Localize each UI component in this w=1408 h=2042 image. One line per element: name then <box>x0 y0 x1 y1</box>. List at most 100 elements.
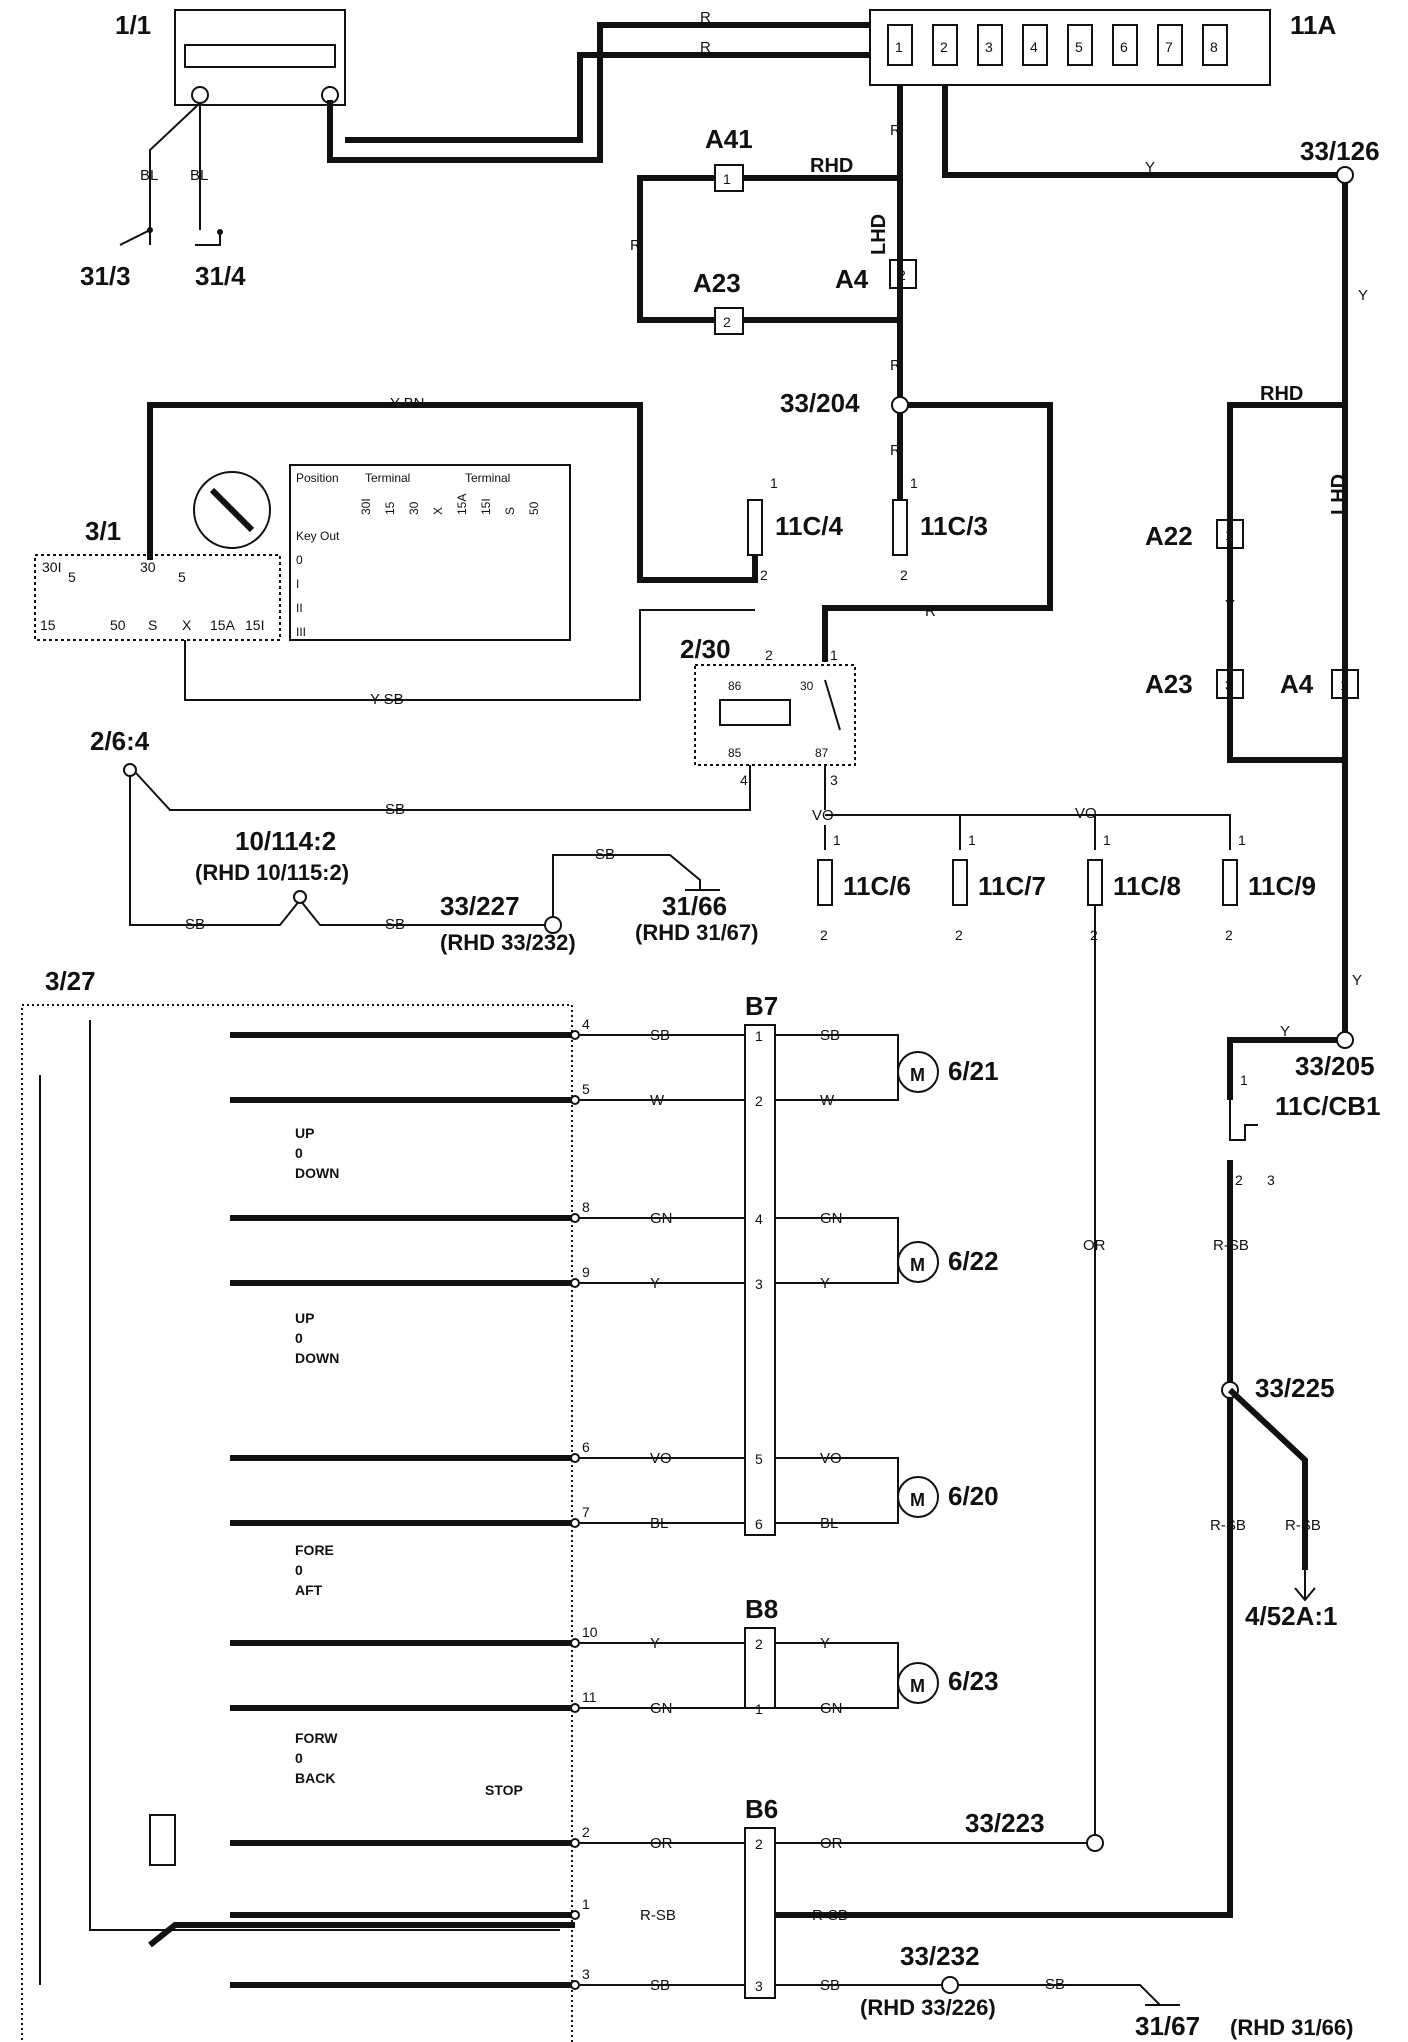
connector-a41-label: A41 <box>705 124 753 154</box>
motor-6-20-label: 6/20 <box>948 1481 999 1511</box>
relay-label: 2/30 <box>680 634 731 664</box>
switch-zero-label: 0 <box>295 1330 303 1346</box>
connector-b6 <box>744 1827 776 1999</box>
pin-label: 2 <box>820 927 828 943</box>
seat-switch-label: 3/27 <box>45 966 96 996</box>
splice-33-126-label: 33/126 <box>1300 136 1380 166</box>
splice-33-232-label: 33/232 <box>900 1941 980 1971</box>
ignition-terminal-label: 15I <box>245 617 264 633</box>
seat-switch-bus <box>89 1020 560 1931</box>
arrow-icon <box>1294 1570 1316 1602</box>
wire-r-to-relay <box>822 402 1053 662</box>
ignition-table-row: 0 <box>296 553 303 567</box>
harness-wire-label: GN <box>820 1700 843 1717</box>
splice-33-227-label: 33/227 <box>440 891 520 921</box>
seat-relay-coil-icon <box>149 1814 176 1866</box>
wire-r-sb-left <box>148 1922 575 1948</box>
relay-pin-2: 2 <box>765 647 773 663</box>
harness-wire-label: SB <box>820 1027 840 1044</box>
switch-pin-icon <box>570 1838 580 1848</box>
connector-a4-left <box>889 259 917 289</box>
harness-wire-label: W <box>650 1092 665 1109</box>
switch-down-label: DOWN <box>295 1165 339 1181</box>
harness-wire-label: SB <box>650 1977 670 1994</box>
splice-33-232-icon <box>941 1976 959 1994</box>
wire-r-loop <box>637 175 715 323</box>
fuse-pin <box>977 24 1003 66</box>
node-10-114-rhd-label: (RHD 10/115:2) <box>195 860 349 885</box>
wire-label-vo: VO <box>1075 805 1097 822</box>
relay-pin-3: 3 <box>830 772 838 788</box>
switch-zero-label: 0 <box>295 1145 303 1161</box>
fuse-pin-label: 6 <box>1120 39 1128 55</box>
wire-label-sb: SB <box>185 916 205 933</box>
switch-pin-label: 3 <box>582 1966 590 1982</box>
ignition-switch-label: 3/1 <box>85 516 121 546</box>
connector-pin-label: 5 <box>755 1451 763 1467</box>
ignition-key-slot <box>209 487 255 533</box>
wire-sb-relay <box>135 765 751 811</box>
motor-6-21: M 6/21 <box>897 1051 999 1093</box>
connector-a22 <box>1216 519 1244 549</box>
node-10-114-label: 10/114:2 <box>235 826 336 856</box>
node-10-114-icon <box>293 890 307 904</box>
ignition-terminal-label: 50 <box>110 617 126 633</box>
switch-pin-icon <box>570 1095 580 1105</box>
splice-33-205-icon <box>1336 1031 1354 1049</box>
battery-cells <box>184 44 336 68</box>
fusebox-11a <box>869 9 1271 86</box>
wire-label-r: R <box>890 357 901 374</box>
harness-wire <box>775 1642 899 1683</box>
fuse-pin <box>1157 24 1183 66</box>
pin-label: 3 <box>1267 1172 1275 1188</box>
harness-wire-label: VO <box>820 1450 842 1467</box>
connector-a23-right-label: A23 <box>1145 669 1193 699</box>
connector-pin-label: 2 <box>755 1636 763 1652</box>
switch-pin-label: 11 <box>582 1689 597 1705</box>
wire-label-lhd: LHD <box>1328 474 1350 515</box>
fuse-11c3-label: 11C/3 <box>920 511 988 541</box>
wire-r-sb-branch <box>1227 1387 1308 1570</box>
motor-6-23-label: 6/23 <box>948 1666 999 1696</box>
fuse-11c7-icon <box>952 859 968 906</box>
relay-pin-1: 1 <box>830 647 838 663</box>
motor-icon <box>897 1241 939 1283</box>
fuse-11c4-icon <box>747 499 763 556</box>
ignition-table-col: 15 <box>383 501 397 515</box>
ignition-terminal-label: X <box>182 617 192 633</box>
wire-r-sb-right <box>775 1160 1233 1918</box>
wire-sb-bottom <box>129 776 545 926</box>
motor-symbol: M <box>910 1676 925 1696</box>
harness-wire-label: W <box>820 1092 835 1109</box>
motor-6-21-label: 6/21 <box>948 1056 999 1086</box>
wire-label-r: R <box>925 603 936 620</box>
node-2-6-4-icon <box>123 763 137 777</box>
switch-pin-label: 5 <box>582 1081 590 1097</box>
connector-b6-label: B6 <box>745 1794 778 1824</box>
ignition-table-frame <box>289 464 571 641</box>
connector-a22-label: A22 <box>1145 521 1193 551</box>
switch-down-label: DOWN <box>295 1350 339 1366</box>
harness-wire-label: Y <box>820 1635 830 1652</box>
wire-sb-to-31-66 <box>552 854 701 917</box>
switch-pin-icon <box>570 1453 580 1463</box>
pin-label: 3 <box>1225 677 1233 693</box>
destination-4-52a-label: 4/52A:1 <box>1245 1601 1338 1631</box>
wire-label-r: R <box>700 9 711 26</box>
connector-pin-label: 4 <box>755 1211 763 1227</box>
wire-label-y: Y <box>1145 159 1155 176</box>
harness-wire-label: GN <box>650 1210 673 1227</box>
switch-pin-icon <box>570 1030 580 1040</box>
connector-pin-label: 3 <box>755 1978 763 1994</box>
harness-wire <box>775 1497 899 1524</box>
connector-a23-right <box>1216 669 1244 699</box>
wire-y-to-cb <box>1227 1037 1337 1100</box>
harness-wire <box>775 1457 899 1497</box>
fuse-11c8-label: 11C/8 <box>1113 871 1181 901</box>
relay-pin-label: 86 <box>728 679 742 693</box>
relay-box <box>694 664 856 766</box>
motor-6-23: M 6/23 <box>897 1662 999 1704</box>
